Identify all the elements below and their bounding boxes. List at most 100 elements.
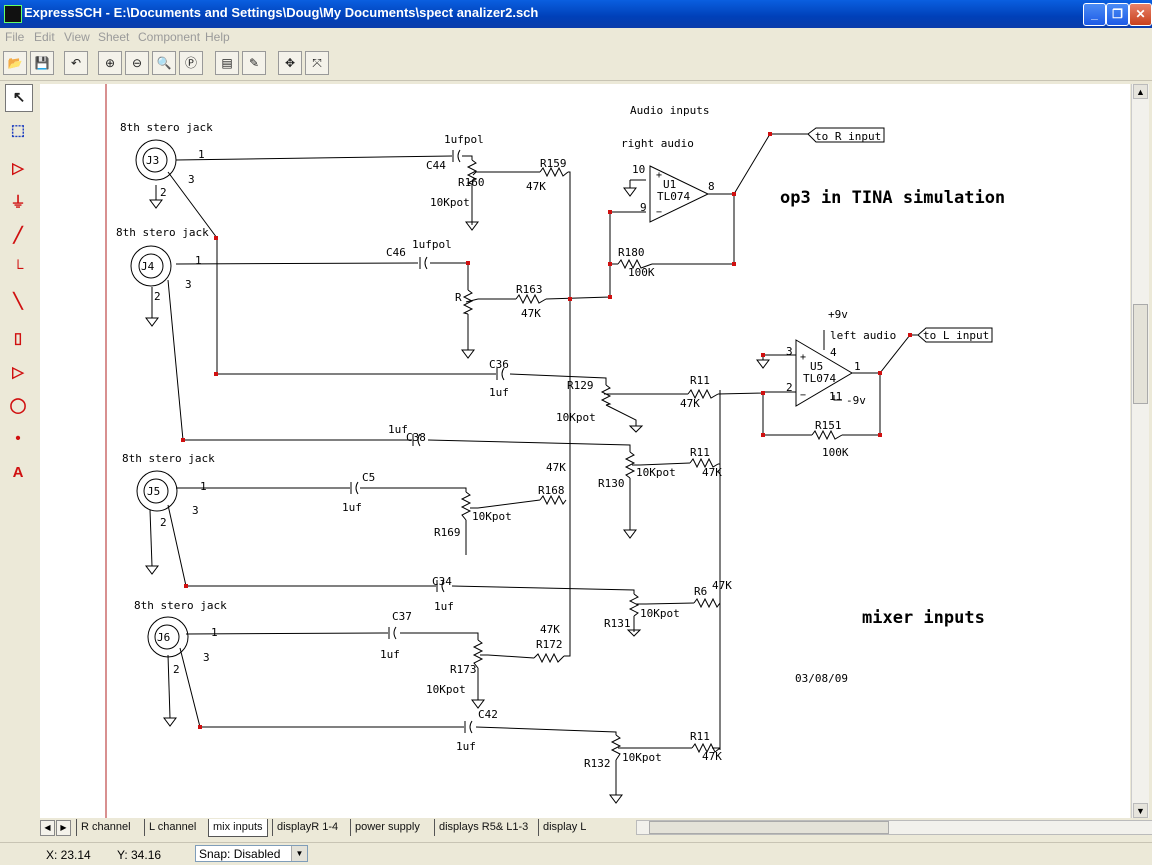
r131-value: 10Kpot: [640, 607, 680, 620]
plus9-label: +9v: [828, 308, 848, 321]
wire-tool-icon[interactable]: ╱: [13, 227, 23, 244]
menu-help[interactable]: Help: [205, 30, 230, 44]
r172-value: 47K: [540, 623, 560, 636]
jack-id-j3: J3: [146, 154, 159, 167]
tab-prev-icon[interactable]: ◀: [40, 820, 55, 836]
pin-label: 2: [160, 186, 167, 199]
maximize-button[interactable]: ❐: [1106, 3, 1129, 26]
pin-label: 2: [154, 290, 161, 303]
scroll-down-icon[interactable]: ▼: [1133, 803, 1148, 818]
select-tool-icon[interactable]: ↖: [5, 84, 33, 112]
u5-ref: U5: [810, 360, 823, 373]
menu-component[interactable]: Component: [138, 30, 201, 44]
svg-text:−: −: [800, 390, 806, 401]
text-tool-icon[interactable]: A: [12, 464, 24, 481]
junction-dots: [181, 132, 912, 729]
menu-edit[interactable]: Edit: [34, 30, 55, 44]
pin-label: 1: [211, 626, 218, 639]
component-tool-icon[interactable]: ▷: [12, 160, 24, 177]
properties-icon[interactable]: ▤: [215, 51, 239, 75]
r11c-value: 47K: [702, 750, 722, 763]
menu-sheet[interactable]: Sheet: [98, 30, 130, 44]
r159-ref: R159: [540, 157, 567, 170]
horizontal-scroll-thumb[interactable]: [649, 821, 889, 834]
r168-ref: R168: [538, 484, 565, 497]
menu-view[interactable]: View: [64, 30, 90, 44]
junction-tool-icon[interactable]: •: [15, 430, 21, 447]
zoom-select-tool-icon[interactable]: ⬚: [10, 122, 26, 139]
ground-symbols: [145, 187, 770, 804]
zoom-area-icon[interactable]: 🔍: [152, 51, 176, 75]
c34-value: 1uf: [434, 600, 454, 613]
left-audio-label: left audio: [830, 329, 896, 342]
pin-label: 2: [173, 663, 180, 676]
tab-mix-inputs[interactable]: mix inputs: [208, 819, 268, 837]
zoom-page-icon[interactable]: Ⓟ: [179, 51, 203, 75]
module-tool-icon[interactable]: ▯: [13, 330, 23, 347]
tab-r-channel[interactable]: R channel: [76, 819, 135, 836]
pin-label: 1: [200, 480, 207, 493]
resistors: [460, 159, 843, 761]
pin-label: 3: [188, 173, 195, 186]
save-icon[interactable]: 💾: [30, 51, 54, 75]
pin-label: 10: [632, 163, 645, 176]
corner-wire-tool-icon[interactable]: └: [12, 260, 24, 277]
zoom-out-icon[interactable]: ⊖: [125, 51, 149, 75]
tab-display-r-1-4[interactable]: displayR 1-4: [272, 819, 342, 836]
c42-ref: C42: [478, 708, 498, 721]
snap-value: Snap: Disabled: [199, 847, 281, 861]
open-icon[interactable]: 📂: [3, 51, 27, 75]
tab-display-l[interactable]: display L: [538, 819, 590, 836]
scroll-up-icon[interactable]: ▲: [1133, 84, 1148, 99]
pin-label: 2: [160, 516, 167, 529]
pan-icon[interactable]: ✥: [278, 51, 302, 75]
bus-tool-icon[interactable]: ╲: [13, 293, 23, 310]
c38-ref: C38: [406, 431, 426, 444]
schematic-canvas[interactable]: Audio inputs right audio left audio op3 …: [40, 84, 1130, 818]
chevron-down-icon[interactable]: ▼: [291, 846, 307, 861]
toolbar: 📂 💾 ↶ ⊕ ⊖ 🔍 Ⓟ ▤ ✎ ✥ ⤧: [0, 48, 1152, 81]
jack-title-j6: 8th stero jack: [134, 599, 227, 612]
ground-tool-icon[interactable]: ⏚: [10, 194, 26, 211]
edit-part-icon[interactable]: ✎: [242, 51, 266, 75]
r130-value: 10Kpot: [636, 466, 676, 479]
right-audio-label: right audio: [621, 137, 694, 150]
c37-value: 1uf: [380, 648, 400, 661]
svg-text:+: +: [800, 352, 806, 363]
menu-file[interactable]: File: [5, 30, 25, 44]
r172-ref: R172: [536, 638, 563, 651]
r-pot-ref: R: [455, 291, 462, 304]
circle-tool-icon[interactable]: ◯: [9, 397, 27, 414]
x-coordinate: X: 23.14: [46, 848, 91, 862]
status-bar: X: 23.14 Y: 34.16 Snap: Disabled ▼: [0, 842, 1152, 865]
c36-ref: C36: [489, 358, 509, 371]
r163-value: 47K: [521, 307, 541, 320]
op3-note: op3 in TINA simulation: [780, 188, 1005, 208]
minimize-button[interactable]: _: [1083, 3, 1106, 26]
capacitors: [350, 149, 505, 734]
horizontal-scrollbar[interactable]: [636, 820, 1152, 835]
tab-l-channel[interactable]: L channel: [144, 819, 200, 836]
tab-power-supply[interactable]: power supply: [350, 819, 424, 836]
tab-displays-r5-l1-3[interactable]: displays R5& L1-3: [434, 819, 532, 836]
snap-select[interactable]: Snap: Disabled ▼: [195, 845, 308, 862]
vertical-scroll-thumb[interactable]: [1133, 304, 1148, 404]
r173-ref: R173: [450, 663, 477, 676]
offsheet-connectors: [807, 127, 993, 343]
zoom-in-icon[interactable]: ⊕: [98, 51, 122, 75]
tab-next-icon[interactable]: ▶: [56, 820, 71, 836]
r6-value: 47K: [712, 579, 732, 592]
r11b-value: 47K: [702, 466, 722, 479]
pin-label: 3: [192, 504, 199, 517]
date-label: 03/08/09: [795, 672, 848, 685]
pin-label: 3: [786, 345, 793, 358]
jack-id-j6: J6: [157, 631, 170, 644]
port-tool-icon[interactable]: ▷: [12, 364, 24, 381]
fit-icon[interactable]: ⤧: [305, 51, 329, 75]
close-button[interactable]: ✕: [1129, 3, 1152, 26]
undo-icon[interactable]: ↶: [64, 51, 88, 75]
c42-value: 1uf: [456, 740, 476, 753]
vertical-scrollbar[interactable]: ▲ ▼: [1131, 84, 1149, 818]
jack-title-j5: 8th stero jack: [122, 452, 215, 465]
r180-value: 100K: [628, 266, 655, 279]
